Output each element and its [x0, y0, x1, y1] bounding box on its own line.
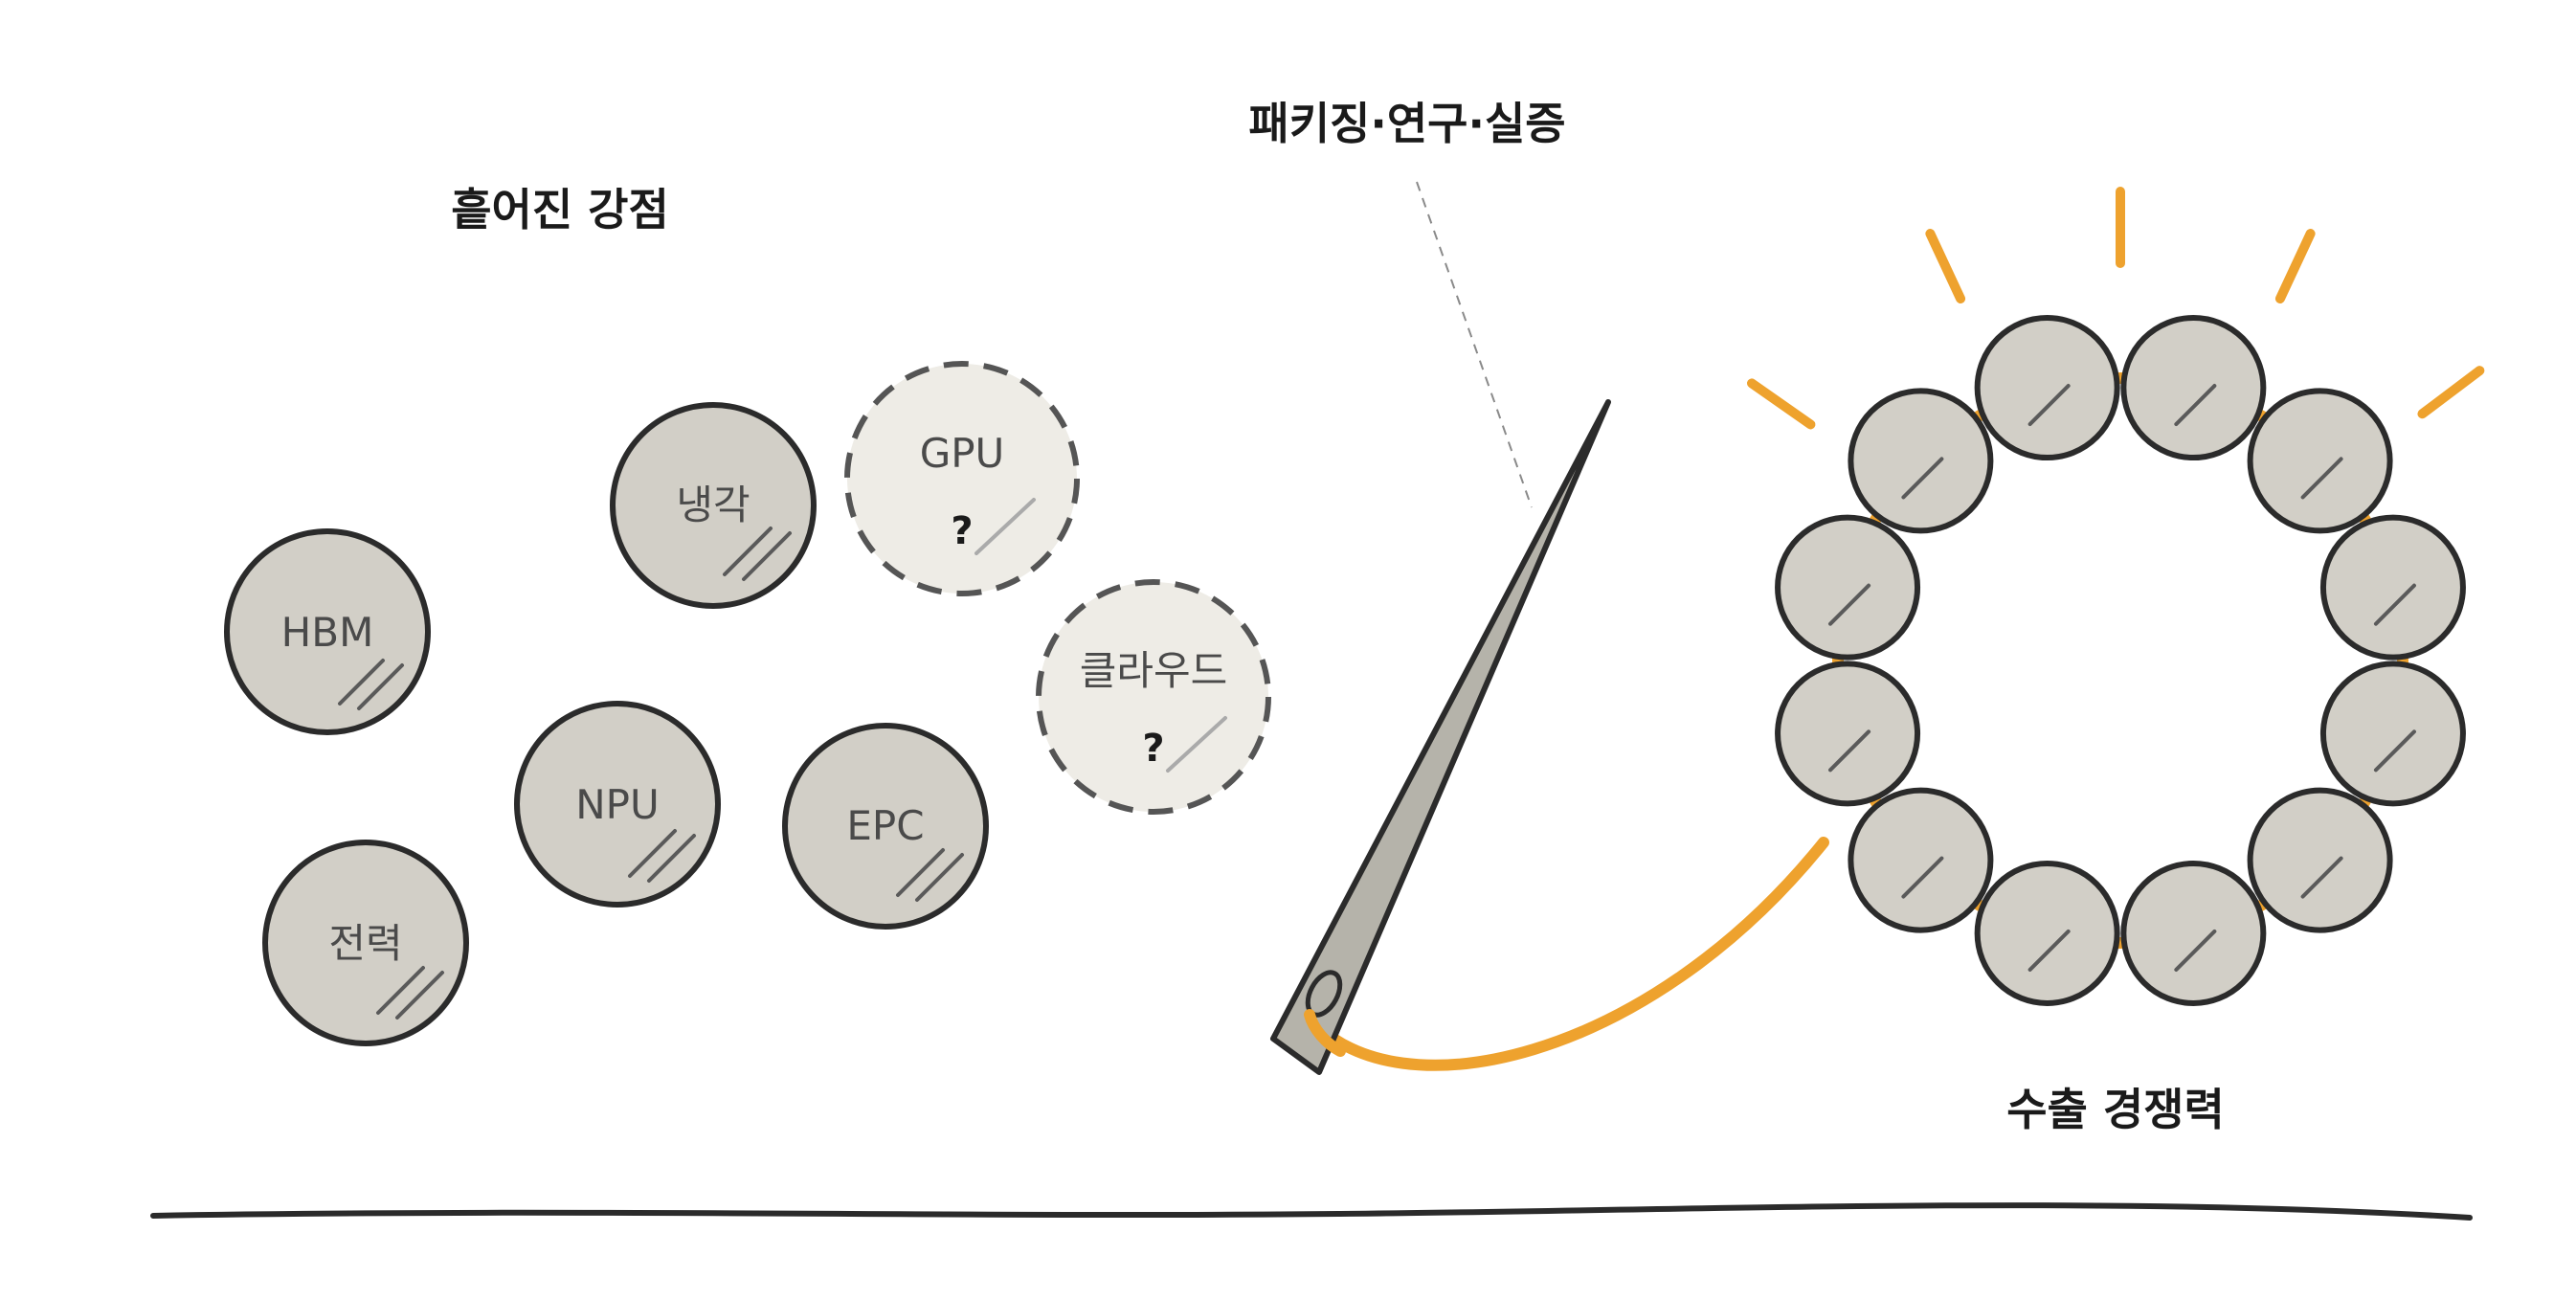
necklace-bead [2120, 315, 2267, 461]
bead-cooling-label: 냉각 [676, 482, 750, 528]
necklace-bead [2120, 860, 2267, 1006]
needle-title: 패키징·연구·실증 [1248, 98, 1565, 149]
bead-hbm: HBM [224, 528, 431, 735]
needle [1270, 399, 1611, 1075]
necklace-bead [2319, 514, 2466, 661]
glow-rays [1746, 187, 2485, 430]
glow-ray [1925, 229, 1966, 304]
glow-ray [1746, 378, 1816, 430]
thread [1306, 837, 1829, 1071]
bead-epc: EPC [782, 723, 989, 930]
necklace-bead [1775, 514, 1921, 661]
bead-cloud-question-mark: ? [1142, 727, 1164, 771]
bead-gpu: GPU ? [844, 361, 1080, 596]
bead-cloud-label: 클라우드 [1080, 647, 1228, 694]
thread-through-eye [1304, 1009, 1346, 1057]
bead-power: 전력 [262, 840, 469, 1046]
bead-npu-label: NPU [575, 781, 660, 828]
scattered-strengths-title: 흩어진 강점 [451, 184, 669, 235]
necklace-bead [2247, 388, 2393, 534]
necklace-bead [1775, 661, 1921, 807]
glow-ray [2417, 366, 2485, 419]
necklace [1775, 315, 2466, 1006]
necklace-bead [1848, 787, 1994, 933]
necklace-bead [1974, 860, 2120, 1006]
necklace-beads [1775, 315, 2466, 1006]
ground-line [150, 1202, 2473, 1221]
necklace-bead [2247, 787, 2393, 933]
bead-gpu-label: GPU [920, 430, 1005, 477]
necklace-bead [1974, 315, 2120, 461]
necklace-bead [1848, 388, 1994, 534]
bead-power-label: 전력 [328, 920, 402, 967]
necklace-bead [2319, 661, 2466, 807]
needle-leader-line [1416, 181, 1533, 508]
necklace-string [1832, 372, 2408, 949]
bead-cooling: 냉각 [610, 402, 817, 609]
bead-hbm-label: HBM [281, 609, 374, 656]
export-competitiveness-title: 수출 경쟁력 [2006, 1084, 2225, 1135]
bead-epc-label: EPC [846, 802, 924, 849]
bead-cloud: 클라우드 ? [1036, 579, 1271, 815]
bead-gpu-question-mark: ? [951, 509, 973, 553]
glow-ray [2274, 229, 2316, 304]
bead-npu: NPU [514, 701, 721, 908]
